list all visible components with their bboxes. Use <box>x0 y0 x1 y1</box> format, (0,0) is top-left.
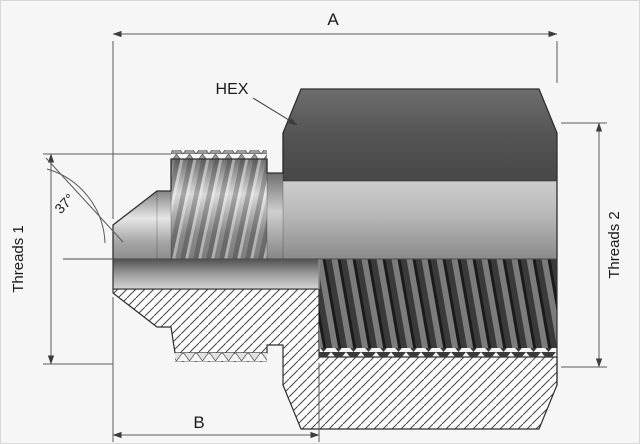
angle-annotation: 37° <box>45 157 124 244</box>
bore <box>112 259 319 290</box>
flare-angle-label: 37° <box>51 190 77 216</box>
flare-nose-cone <box>113 191 171 259</box>
surface-edges <box>156 133 284 259</box>
angle-arc <box>46 168 106 244</box>
dimension-a: A <box>112 10 558 219</box>
threads-2-label: Threads 2 <box>606 211 623 279</box>
dimension-threads-2: Threads 2 <box>561 122 623 368</box>
external-outline <box>112 88 558 259</box>
hex-mid-flat <box>283 181 557 259</box>
hex-label: HEX <box>216 81 249 98</box>
hex-top-flat <box>283 89 557 181</box>
hex-callout: HEX <box>216 81 298 126</box>
dimension-threads-1: Threads 1 <box>10 153 171 365</box>
threads-1-label: Threads 1 <box>10 225 27 293</box>
male-thread-section-teeth <box>175 353 267 362</box>
fitting-body <box>63 88 558 430</box>
female-threads <box>318 259 558 385</box>
angle-leg-line <box>45 157 124 243</box>
hex-body <box>283 89 557 259</box>
dim-b-label: B <box>193 413 204 432</box>
dimension-b: B <box>112 297 320 442</box>
leader-line <box>252 97 298 126</box>
male-threads <box>171 150 267 259</box>
dim-a-label: A <box>327 10 339 29</box>
thread-undercut <box>267 173 283 259</box>
